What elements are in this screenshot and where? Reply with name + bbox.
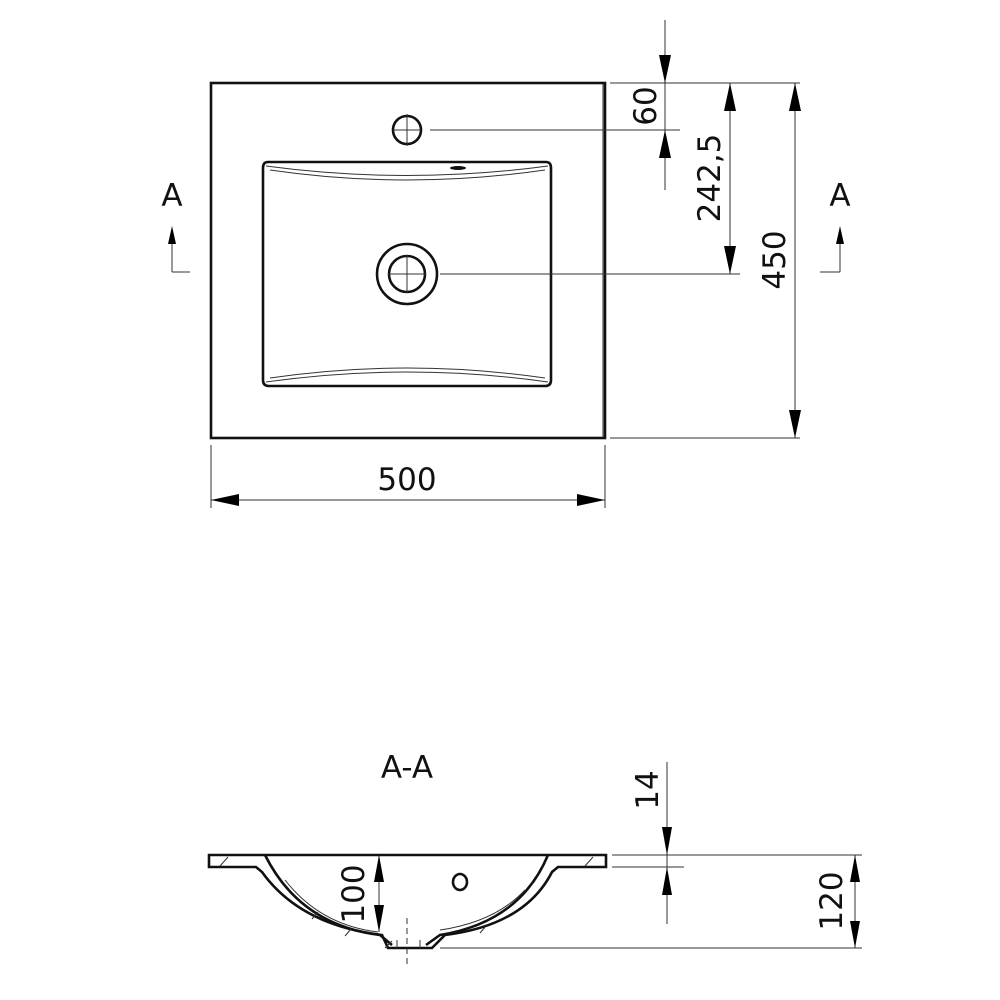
overflow-hole (451, 872, 469, 892)
drain-outer (375, 242, 439, 306)
dimension-120: 120 (814, 855, 860, 948)
dimension-label-bowl-depth: 100 (336, 864, 372, 923)
section-title: A-A (381, 750, 433, 786)
top-view: 60 242,5 450 500 A (161, 20, 851, 508)
dimension-label-tap-offset: 60 (628, 86, 664, 125)
section-view: A-A 100 14 (207, 750, 862, 968)
dimension-500: 500 (211, 462, 605, 506)
bowl-outline (261, 160, 553, 388)
dimension-242-5: 242,5 (692, 83, 736, 274)
overflow-slot (450, 166, 466, 170)
dimension-14: 14 (630, 762, 672, 924)
section-profile (207, 853, 608, 950)
dimension-450: 450 (757, 83, 801, 438)
dimension-label-depth: 450 (757, 230, 793, 289)
section-marker-right: A (820, 178, 851, 273)
basin-outline (209, 81, 607, 440)
dimension-label-drain-offset: 242,5 (692, 134, 728, 223)
dimension-100: 100 (336, 855, 384, 932)
svg-text:A: A (161, 178, 182, 214)
section-marker-left: A (161, 178, 190, 273)
dimension-label-height: 120 (814, 871, 850, 930)
dimension-label-width: 500 (377, 462, 436, 498)
svg-text:A: A (829, 178, 850, 214)
dimension-label-rim: 14 (630, 770, 666, 809)
dimension-60: 60 (628, 20, 671, 190)
